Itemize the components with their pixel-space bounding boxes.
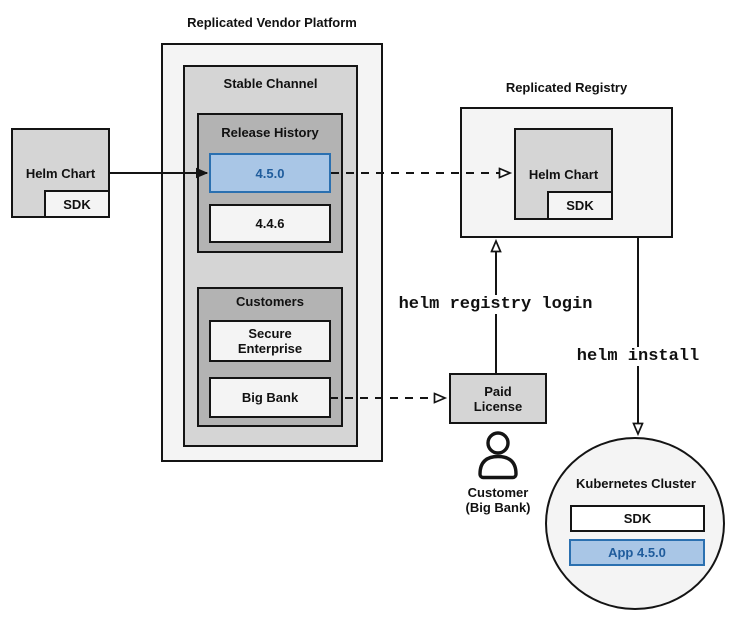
release-version-previous: 4.4.6: [209, 204, 331, 243]
release-history-title: Release History: [221, 125, 319, 140]
registry-helm-chart-label: Helm Chart: [528, 167, 599, 182]
release-version-current: 4.5.0: [209, 153, 331, 193]
source-sdk-box: SDK: [44, 190, 110, 218]
source-helm-chart-label: Helm Chart: [25, 166, 96, 181]
paid-license-box: Paid License: [449, 373, 547, 424]
cluster-app-box: App 4.5.0: [569, 539, 705, 566]
stable-channel-title: Stable Channel: [223, 76, 318, 91]
registry-title: Replicated Registry: [505, 80, 628, 95]
platform-title: Replicated Vendor Platform: [187, 15, 357, 30]
command-helm-install: helm install: [573, 347, 703, 366]
kubernetes-cluster-title: Kubernetes Cluster: [576, 476, 696, 491]
cluster-sdk-box: SDK: [570, 505, 705, 532]
customers-title: Customers: [236, 294, 304, 309]
person-icon: [478, 431, 518, 480]
registry-sdk-box: SDK: [547, 191, 613, 220]
customer-big-bank: Big Bank: [209, 377, 331, 418]
customer-label: Customer (Big Bank): [465, 485, 531, 515]
customer-secure-enterprise: Secure Enterprise: [209, 320, 331, 362]
command-helm-registry-login: helm registry login: [388, 295, 603, 314]
